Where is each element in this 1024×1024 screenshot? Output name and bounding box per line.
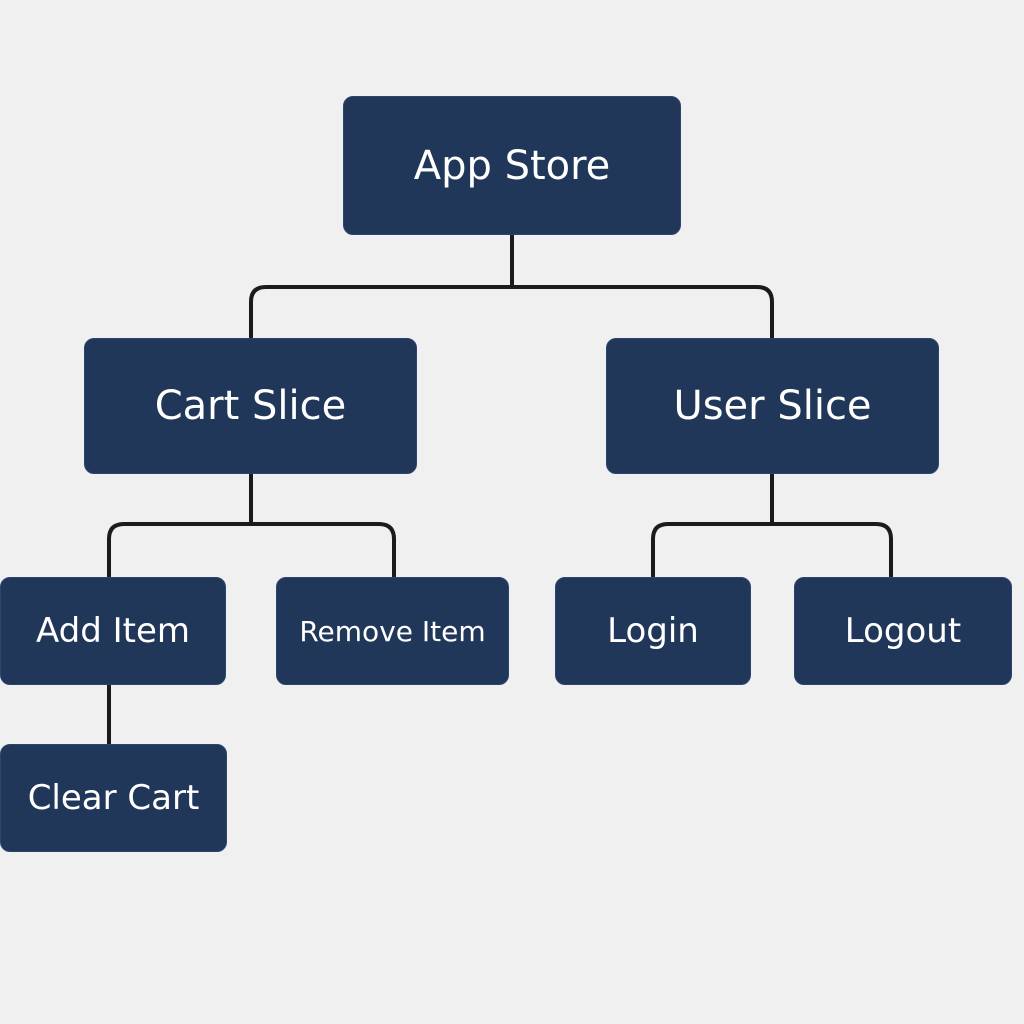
node-user-slice-label: User Slice — [673, 383, 872, 429]
node-cart-slice-label: Cart Slice — [154, 383, 347, 429]
node-add-item: Add Item — [0, 577, 226, 685]
node-cart-slice: Cart Slice — [84, 338, 417, 474]
node-logout: Logout — [794, 577, 1012, 685]
node-remove-item-label: Remove Item — [299, 614, 486, 648]
node-logout-label: Logout — [844, 611, 962, 651]
node-clear-cart: Clear Cart — [0, 744, 227, 852]
node-clear-cart-label: Clear Cart — [27, 778, 200, 818]
node-login: Login — [555, 577, 751, 685]
node-add-item-label: Add Item — [35, 611, 191, 651]
node-user-slice: User Slice — [606, 338, 939, 474]
node-remove-item: Remove Item — [276, 577, 509, 685]
connector-user-slice-to-children — [651, 472, 893, 579]
node-app-store: App Store — [343, 96, 681, 235]
connector-app-store-to-slices — [249, 233, 774, 340]
node-login-label: Login — [607, 611, 699, 651]
connector-cart-slice-to-children — [107, 472, 396, 579]
node-app-store-label: App Store — [413, 142, 611, 189]
